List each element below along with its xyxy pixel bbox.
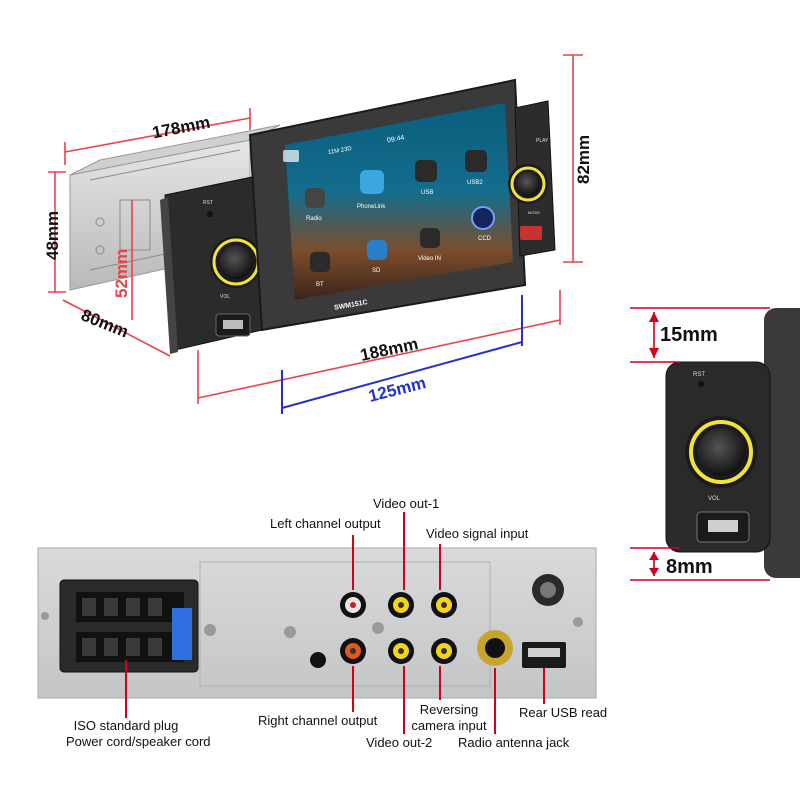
left-channel-label: Left channel output xyxy=(270,516,381,531)
rear-usb-label: Rear USB read xyxy=(519,705,608,720)
play-label: PLAY xyxy=(536,138,549,144)
vol-label: VOL xyxy=(220,294,231,300)
reversing-camera-label: Reversing camera input xyxy=(404,702,494,734)
app-sd: SD xyxy=(372,268,381,274)
app-phonelink: PhoneLink xyxy=(357,204,386,210)
video-out-2-label: Video out-2 xyxy=(366,735,433,750)
iso-plug-label: ISO standard plug Power cord/speaker cor… xyxy=(66,718,211,750)
main-panel xyxy=(248,78,527,332)
rear-view xyxy=(37,547,597,699)
video-out-1-label: Video out-1 xyxy=(373,496,440,511)
knob-top-gap-label: 15mm xyxy=(660,324,718,346)
reversing-line1: Reversing xyxy=(419,702,479,717)
app-usb2: USB2 xyxy=(467,180,483,186)
rst-label: RST xyxy=(203,200,213,206)
iso-plug-line2: Power cord/speaker cord xyxy=(66,734,211,749)
screen-app-icons xyxy=(283,150,495,272)
app-ccd: CCD xyxy=(478,236,491,242)
pointer-lines xyxy=(125,512,545,734)
app-bt: BT xyxy=(316,282,324,288)
zoom-rst-label: RST xyxy=(693,372,705,378)
screen-dimension-line xyxy=(281,295,523,414)
iso-plug-line1: ISO standard plug xyxy=(73,718,179,733)
reversing-line2: camera input xyxy=(411,718,487,733)
right-channel-label: Right channel output xyxy=(258,713,378,728)
zoom-arrowheads xyxy=(649,312,659,576)
mode-label: MODE xyxy=(528,210,540,215)
dimension-lines xyxy=(48,54,583,404)
height-inner-label: 52mm xyxy=(112,248,131,298)
panel-height-label: 82mm xyxy=(574,134,593,184)
zoom-vol-label: VOL xyxy=(708,496,721,502)
app-video-in: Video IN xyxy=(418,256,441,262)
antenna-label: Radio antenna jack xyxy=(458,735,570,750)
app-usb: USB xyxy=(421,190,434,196)
front-panel-left xyxy=(160,174,263,354)
app-radio: Radio xyxy=(306,216,322,222)
zoom-panel xyxy=(665,308,800,578)
knob-bottom-gap-label: 8mm xyxy=(666,556,713,578)
height-outer-label: 48mm xyxy=(43,210,62,260)
video-signal-label: Video signal input xyxy=(426,526,529,541)
front-panel-right xyxy=(508,100,556,257)
